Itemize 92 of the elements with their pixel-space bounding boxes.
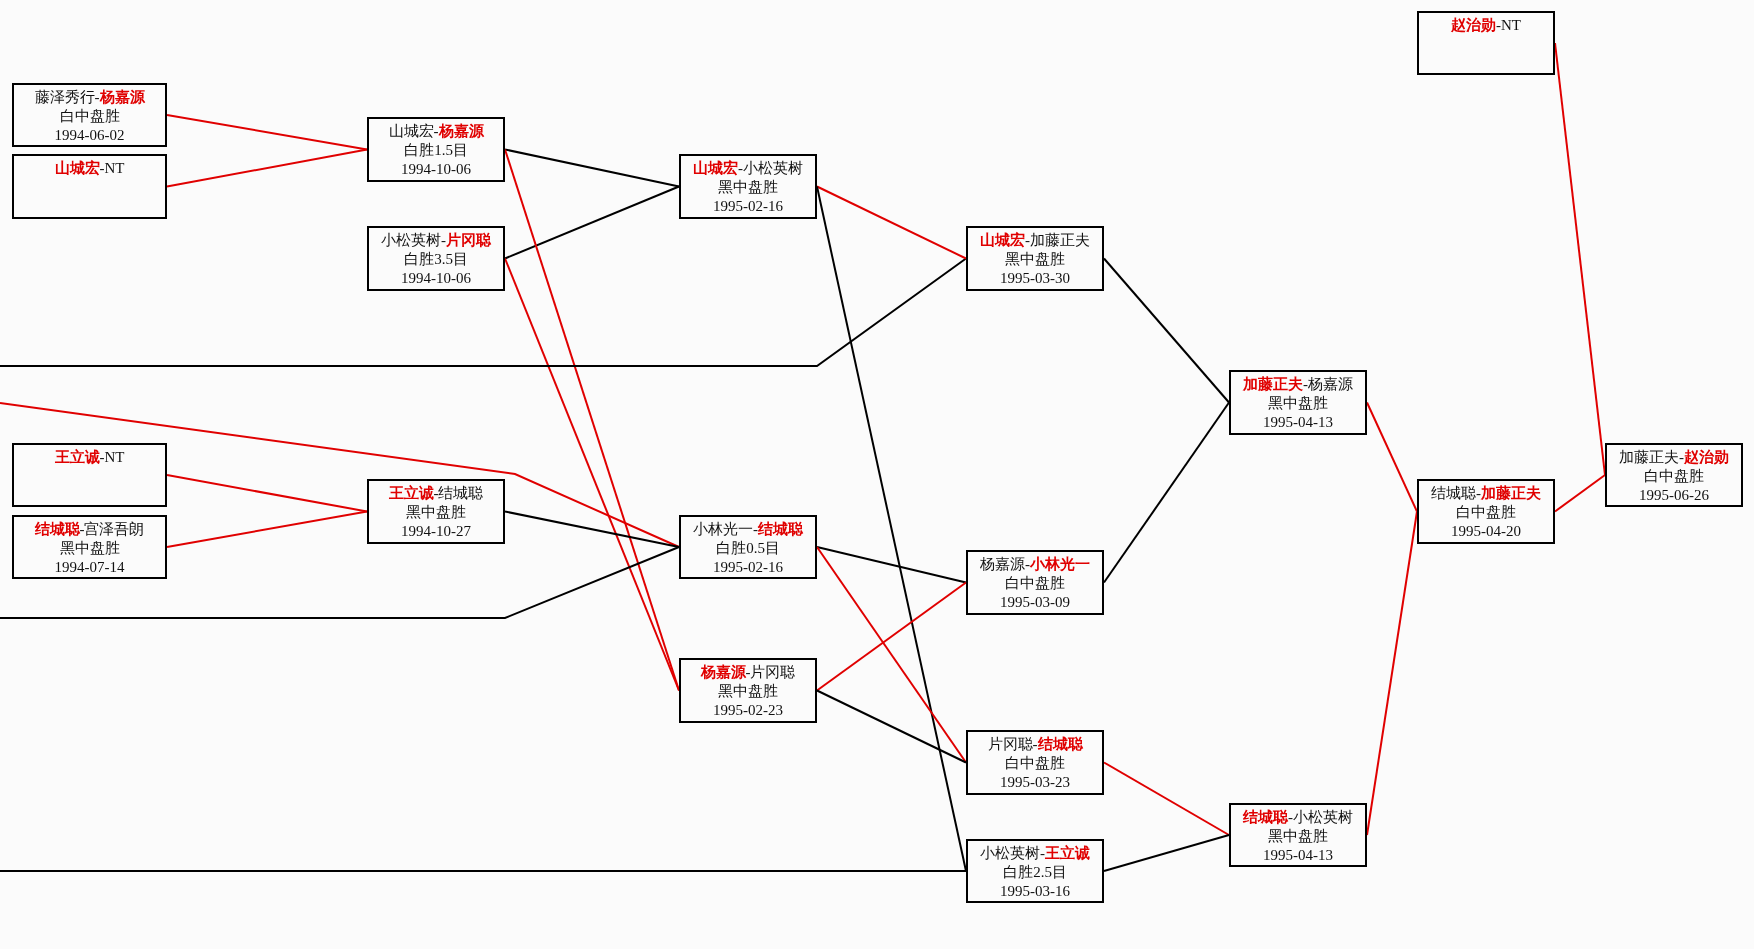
result-text: 黑中盘胜 — [1268, 394, 1328, 413]
match-box — [1605, 443, 1743, 507]
connector-line — [504, 510, 680, 548]
result-text: 白中盘胜 — [1005, 754, 1065, 773]
player-names: 藤泽秀行-杨嘉源 — [34, 88, 145, 107]
player-names: 山城宏-小松英树 — [693, 159, 803, 178]
connector-line — [816, 546, 967, 764]
match-date: 1995-06-26 — [1639, 486, 1709, 505]
match-date: 1995-02-16 — [713, 558, 783, 577]
player-names: 片冈聪-结城聪 — [987, 735, 1083, 754]
connector-line — [504, 148, 680, 188]
connector-line — [0, 402, 680, 548]
match-box — [1229, 370, 1367, 435]
connector-line — [1103, 401, 1230, 584]
player-names: 加藤正夫-赵治勋 — [1619, 448, 1729, 467]
match-box — [966, 226, 1104, 291]
connector-line — [166, 114, 368, 151]
connector-line — [816, 581, 967, 692]
player-names: 小林光一-结城聪 — [693, 520, 803, 539]
result-text: 白中盘胜 — [59, 107, 120, 126]
result-text: 白胜1.5目 — [404, 141, 468, 160]
connector-line — [1554, 474, 1606, 513]
result-text: 黑中盘胜 — [59, 539, 120, 558]
connector-line — [1103, 257, 1230, 404]
connector-line — [1103, 761, 1230, 836]
match-date: 1995-03-09 — [1000, 593, 1070, 612]
match-date: 1995-04-13 — [1263, 413, 1333, 432]
connector-line — [166, 474, 368, 513]
connector-line — [0, 546, 680, 619]
connector-line — [816, 689, 967, 764]
match-box — [12, 515, 167, 579]
result-text: 白胜2.5目 — [1003, 863, 1067, 882]
player-names: 结城聪-小松英树 — [1243, 808, 1353, 827]
match-box — [1417, 479, 1555, 544]
match-box — [966, 730, 1104, 795]
player-names: 小松英树-片冈聪 — [381, 231, 491, 250]
match-date: 1995-02-23 — [713, 701, 783, 720]
result-text: 白中盘胜 — [1644, 467, 1704, 486]
result-text: 黑中盘胜 — [1268, 827, 1328, 846]
match-box — [966, 839, 1104, 903]
connector-line — [1103, 834, 1230, 872]
match-date: 1994-06-02 — [54, 126, 125, 145]
match-date: 1995-03-23 — [1000, 773, 1070, 792]
connector-line — [1366, 401, 1418, 513]
match-box — [1229, 803, 1367, 867]
connector-line — [504, 185, 680, 260]
match-box — [367, 226, 505, 291]
match-date: 1994-10-27 — [401, 522, 471, 541]
match-box — [12, 154, 167, 219]
player-names: 结城聪-宫泽吾朗 — [34, 520, 145, 539]
player-names: 加藤正夫-杨嘉源 — [1243, 375, 1353, 394]
match-date: 1995-02-16 — [713, 197, 783, 216]
match-box — [12, 443, 167, 507]
player-names: 王立诚-结城聪 — [388, 484, 484, 503]
result-text: 黑中盘胜 — [406, 503, 466, 522]
match-date: 1994-10-06 — [401, 160, 471, 179]
match-box — [367, 117, 505, 182]
player-names: 山城宏-NT — [54, 159, 125, 178]
connector-line — [816, 546, 967, 584]
match-box — [679, 154, 817, 219]
match-box — [1417, 11, 1555, 75]
result-text: 白胜0.5目 — [716, 539, 780, 558]
connector-line — [816, 185, 967, 260]
match-box — [12, 83, 167, 147]
match-date: 1994-10-06 — [401, 269, 471, 288]
match-box — [679, 658, 817, 723]
connector-line — [166, 510, 368, 548]
player-names: 杨嘉源-片冈聪 — [700, 663, 796, 682]
result-text: 白中盘胜 — [1005, 574, 1065, 593]
connector-line — [0, 870, 967, 872]
match-date: 1995-03-16 — [1000, 882, 1070, 901]
match-box — [679, 515, 817, 579]
player-names: 小松英树-王立诚 — [980, 844, 1090, 863]
connector-line — [0, 257, 967, 367]
match-box — [367, 479, 505, 544]
player-names: 山城宏-加藤正夫 — [980, 231, 1090, 250]
player-names: 结城聪-加藤正夫 — [1431, 484, 1541, 503]
connector-line — [166, 148, 368, 188]
match-date: 1995-03-30 — [1000, 269, 1070, 288]
match-date: 1994-07-14 — [54, 558, 125, 577]
player-names: 赵治勋-NT — [1451, 16, 1521, 35]
result-text: 黑中盘胜 — [1005, 250, 1065, 269]
result-text: 白中盘胜 — [1456, 503, 1516, 522]
player-names: 王立诚-NT — [54, 448, 125, 467]
player-names: 山城宏-杨嘉源 — [388, 122, 484, 141]
player-names: 杨嘉源-小林光一 — [980, 555, 1090, 574]
result-text: 黑中盘胜 — [718, 682, 778, 701]
match-date: 1995-04-20 — [1451, 522, 1521, 541]
match-date: 1995-04-13 — [1263, 846, 1333, 865]
result-text: 黑中盘胜 — [718, 178, 778, 197]
result-text: 白胜3.5目 — [404, 250, 468, 269]
match-box — [966, 550, 1104, 615]
